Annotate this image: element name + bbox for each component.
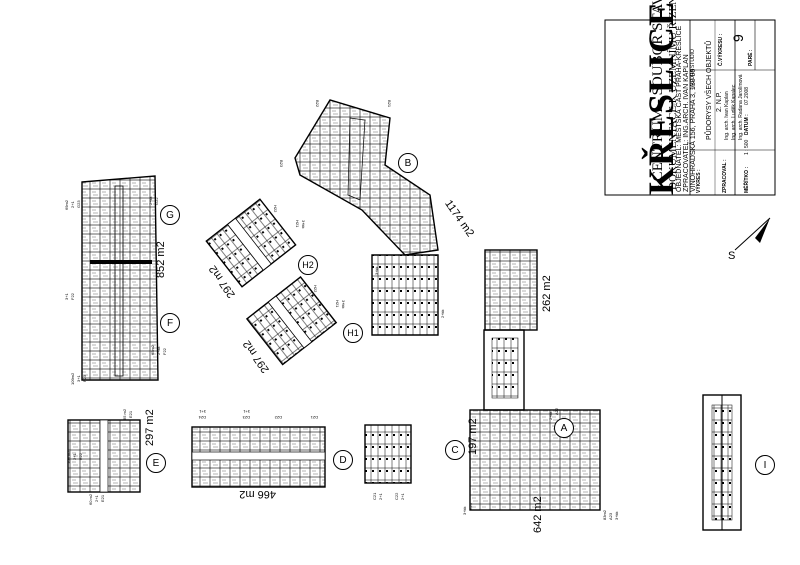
unit-label-b-2: B22 (315, 100, 320, 108)
unit-label-d-1: D24 (198, 415, 206, 420)
unit-label-e-3: E22 (78, 452, 83, 460)
unit-label-c-1: C21 (372, 492, 377, 500)
unit-label-g-1: 69m2 (64, 199, 69, 210)
building-id-e: E (146, 453, 166, 473)
unit-label-a-3: 3+kk (614, 511, 619, 520)
north-label: S (728, 250, 736, 262)
unit-label-h2-3: H22 (273, 205, 278, 213)
building-c-plan (364, 424, 412, 484)
authors-label: ZPRACOVAL : (722, 159, 728, 193)
building-id-b: B (398, 153, 418, 173)
building-b-lower-plan (371, 254, 439, 336)
author-1: Ing. arch. Ivan Kaplan (724, 91, 730, 140)
building-id-c: C (445, 440, 465, 460)
building-id-i: I (755, 455, 775, 475)
unit-label-b-5: 2+kk (440, 309, 445, 318)
unit-label-f-2: 3+1 (76, 375, 81, 382)
unit-label-f-1: 109m2 (70, 372, 75, 385)
unit-label-c-3: C22 (394, 492, 399, 500)
unit-label-f-5: 2+kk (156, 346, 161, 355)
building-i-plan (702, 394, 742, 531)
info-line-author: ZPRACOVATEL: ING.ARCH. IVAN KAPLAN (683, 54, 690, 192)
unit-label-e-6: 60 m2 (88, 493, 93, 505)
building-id-d: D (333, 450, 353, 470)
unit-label-g-3: G23 (76, 200, 81, 208)
unit-label-b-3: B23 (279, 160, 284, 168)
unit-label-h1-2: 3+kk (341, 300, 346, 309)
sheet-number-label: Č.VÝKRESU : (718, 33, 724, 66)
part-label: PARÉ : (748, 49, 754, 66)
building-b-plan (294, 99, 439, 256)
unit-label-f-6: F22 (162, 348, 167, 355)
building-id-h1: H1 (343, 323, 363, 343)
unit-label-e-8: E21 (100, 494, 105, 502)
unit-label-d-5: D22 (274, 415, 282, 420)
drawing-name: PŮDORYSY VŠECH OBJEKTŮ (706, 40, 713, 140)
building-id-f: F (160, 313, 180, 333)
unit-label-h1-3: H22 (313, 285, 318, 293)
unit-label-a-6: 3+kk (462, 506, 467, 515)
building-f-plan (81, 175, 159, 381)
building-h2-plan (205, 198, 297, 288)
info-line-client: OBJEDNATEL: MĚSTSKÁ ČÁST PRAHA-KŘESLICE (676, 25, 683, 192)
unit-label-b-1: B21 (387, 100, 392, 108)
sheet-number: 9 (730, 34, 746, 42)
area-label-a: 642 m2 (532, 496, 544, 533)
unit-label-a-5: A22 (554, 407, 559, 415)
area-label-c: 197 m2 (467, 418, 479, 455)
unit-label-e-2: 2+1 (72, 453, 77, 460)
author-2: Ing. arch. Luděk Kapalec (731, 84, 737, 140)
north-arrow-icon (734, 217, 771, 251)
unit-label-c-2: 2+1 (378, 493, 383, 500)
building-id-g: G (160, 205, 180, 225)
unit-label-g-4: 2+kk (148, 196, 153, 205)
unit-label-g-5: G22 (154, 197, 159, 205)
project-subtitle: - CENTRUM - SOUBOR STAVEB (650, 0, 666, 190)
unit-label-d-3: D23 (242, 415, 250, 420)
unit-label-b-4: 3+kk (374, 266, 379, 275)
building-id-a: A (554, 418, 574, 438)
building-h1-plan (245, 276, 338, 366)
drawing-name-label: VÝKRES : (696, 169, 702, 193)
unit-label-h2-2: 3+kk (301, 220, 306, 229)
unit-label-a-2: A23 (608, 512, 613, 520)
date-value: 07.2008 (744, 86, 750, 105)
unit-label-f-8: F22 (70, 293, 75, 300)
unit-label-d-4: 3+1 (243, 409, 250, 414)
unit-label-g-2: 2+1 (70, 201, 75, 208)
unit-label-c-4: 2+1 (400, 493, 405, 500)
unit-label-f-4: 65m2 (150, 344, 155, 355)
building-d-plan (191, 426, 326, 488)
building-a-plan (469, 249, 601, 511)
unit-label-e-4: 65 m2 (122, 408, 127, 420)
unit-label-e-5: E21 (128, 410, 133, 418)
area-label-f: 852 m2 (155, 241, 167, 278)
info-tail: - AGORA STUDIO (690, 49, 696, 90)
unit-label-e-1: 109 m2 (66, 450, 71, 464)
building-id-h2: H2 (298, 255, 318, 275)
area-label-d: 466 m2 (239, 488, 276, 500)
scale-label: MĚŘÍTKO : (744, 166, 750, 193)
area-label-e: 297 m2 (144, 409, 156, 446)
scale-value: 1 : 500 (744, 139, 750, 155)
unit-label-f-7: 3+1 (64, 293, 69, 300)
unit-label-a-4: 2+kk (548, 411, 553, 420)
unit-label-h2-1: H21 (295, 220, 300, 228)
unit-label-a-1: 83m2 (602, 509, 607, 520)
area-label-a-upper: 262 m2 (541, 275, 553, 312)
building-e-plan (67, 419, 141, 493)
unit-label-h1-1: H21 (335, 300, 340, 308)
unit-label-a-7: A21 (468, 502, 473, 510)
unit-label-d-2: 3+1 (199, 409, 206, 414)
unit-label-f-3: F23 (82, 375, 87, 382)
unit-label-d-6: D21 (310, 415, 318, 420)
floor-label: 2. N.P. (716, 91, 723, 113)
date-label: DATUM : (744, 114, 750, 135)
title-block-frame (604, 19, 776, 196)
unit-label-e-7: 2+1 (94, 495, 99, 502)
